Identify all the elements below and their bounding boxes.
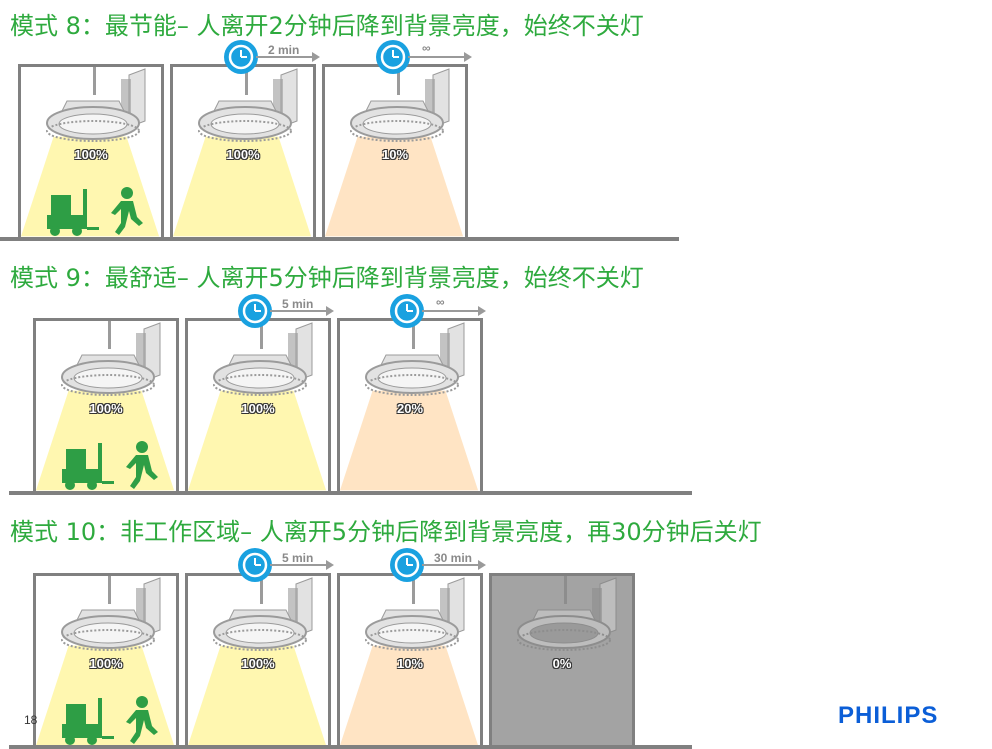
room-mode9-occupied: 100%: [33, 318, 179, 494]
highbay-lamp-icon: [173, 67, 313, 237]
light-beam: [188, 645, 327, 746]
timer-arrow: [422, 560, 486, 570]
room-mode10-off: 0%: [489, 573, 635, 749]
room-mode9-vacant: 100%: [185, 318, 331, 494]
room-mode10-occupied: 100%: [33, 573, 179, 749]
clock-icon: [376, 40, 410, 74]
timer-arrow: [422, 306, 486, 316]
timer-arrow: [270, 306, 334, 316]
floor-line: [9, 491, 692, 495]
forklift-person-icon: [36, 576, 176, 746]
timer-arrow: [256, 52, 320, 62]
page-number: 18: [24, 713, 38, 727]
room-mode9-dimmed: 20%: [337, 318, 483, 494]
light-level-label: 20%: [396, 401, 424, 416]
highbay-lamp-icon: [21, 67, 161, 237]
light-level-label: 100%: [241, 401, 275, 416]
section-title-mode-10: 模式 10：非工作区域– 人离开5分钟后降到背景亮度，再30分钟后关灯: [10, 518, 762, 546]
room-mode8-vacant: 100%: [170, 64, 316, 240]
floor-line: [9, 745, 692, 749]
light-beam: [325, 136, 464, 237]
highbay-lamp-icon: [188, 576, 328, 746]
philips-logo: PHILIPS: [838, 702, 939, 729]
highbay-lamp-icon: [325, 67, 465, 237]
highbay-lamp-icon: [340, 576, 480, 746]
light-level-label: 100%: [241, 656, 275, 671]
timer-label: ∞: [436, 295, 445, 309]
timer-label: 30 min: [434, 551, 473, 565]
highbay-lamp-icon: [340, 321, 480, 491]
light-level-label: 100%: [89, 401, 123, 416]
timer-label: 5 min: [282, 297, 314, 311]
light-level-label: 100%: [74, 147, 108, 162]
light-level-label: 100%: [89, 656, 123, 671]
light-beam: [340, 645, 479, 746]
clock-icon: [390, 548, 424, 582]
section-title-mode-8: 模式 8：最节能– 人离开2分钟后降到背景亮度，始终不关灯: [10, 12, 644, 40]
room-mode8-occupied: 100%: [18, 64, 164, 240]
timer-label: ∞: [422, 41, 431, 55]
highbay-lamp-icon: [492, 576, 632, 746]
room-mode10-dimmed: 10%: [337, 573, 483, 749]
clock-icon: [224, 40, 258, 74]
light-level-label: 10%: [381, 147, 409, 162]
timer-label: 5 min: [282, 551, 314, 565]
light-beam: [188, 390, 327, 491]
light-beam: [173, 136, 312, 237]
light-level-label: 100%: [226, 147, 260, 162]
room-mode8-dimmed: 10%: [322, 64, 468, 240]
clock-icon: [390, 294, 424, 328]
timer-arrow: [408, 52, 472, 62]
light-beam: [340, 390, 479, 491]
highbay-lamp-icon: [36, 321, 176, 491]
light-level-label: 10%: [396, 656, 424, 671]
room-mode10-vacant: 100%: [185, 573, 331, 749]
highbay-lamp-icon: [188, 321, 328, 491]
section-title-mode-9: 模式 9：最舒适– 人离开5分钟后降到背景亮度，始终不关灯: [10, 264, 644, 292]
floor-line: [0, 237, 679, 241]
highbay-lamp-icon: [36, 576, 176, 746]
clock-icon: [238, 294, 272, 328]
timer-arrow: [270, 560, 334, 570]
forklift-person-icon: [21, 67, 161, 237]
light-level-label: 0%: [552, 656, 572, 671]
forklift-person-icon: [36, 321, 176, 491]
clock-icon: [238, 548, 272, 582]
timer-label: 2 min: [268, 43, 300, 57]
